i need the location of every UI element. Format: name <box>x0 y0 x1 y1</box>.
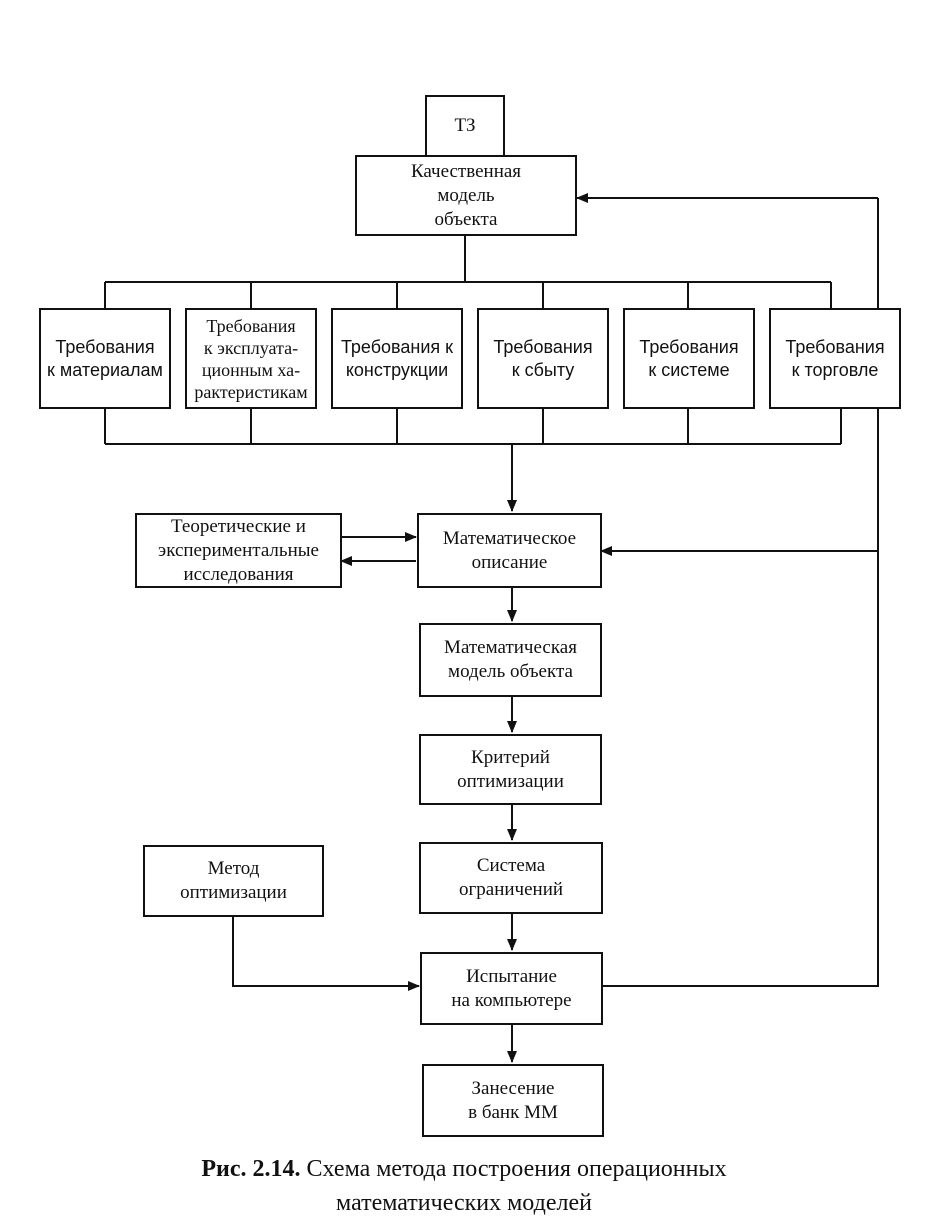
computer-testing-box: Испытание на компьютере <box>420 952 603 1025</box>
requirements-operational-box: Требования к эксплуата- ционным ха- ракт… <box>185 308 317 409</box>
optimization-method-box: Метод оптимизации <box>143 845 324 917</box>
feedback-loop-line <box>603 198 879 987</box>
figure-caption-text: Схема метода построения операционных мат… <box>306 1156 727 1216</box>
requirements-sales-box: Требования к сбыту <box>477 308 609 409</box>
criterion-box: Критерий оптимизации <box>419 734 602 805</box>
arrow-method-to-testing <box>232 916 420 991</box>
tz-box: ТЗ <box>425 95 505 157</box>
figure-caption-label: Рис. 2.14. <box>201 1156 301 1182</box>
requirements-materials-box: Требования к материалам <box>39 308 171 409</box>
math-model-box: Математическая модель объекта <box>419 623 602 697</box>
math-description-box: Математическое описание <box>417 513 602 588</box>
qualitative-model-box: Качественная модель объекта <box>355 155 577 236</box>
requirements-trade-box: Требования к торговле <box>769 308 901 409</box>
requirements-construction-box: Требования к конструкции <box>331 308 463 409</box>
model-bank-box: Занесение в банк ММ <box>422 1064 604 1137</box>
figure-caption: Рис. 2.14. Схема метода построения опера… <box>0 1152 928 1220</box>
requirements-system-box: Требования к системе <box>623 308 755 409</box>
research-box: Теоретические и экспериментальные исслед… <box>135 513 342 588</box>
constraints-box: Система ограничений <box>419 842 603 914</box>
